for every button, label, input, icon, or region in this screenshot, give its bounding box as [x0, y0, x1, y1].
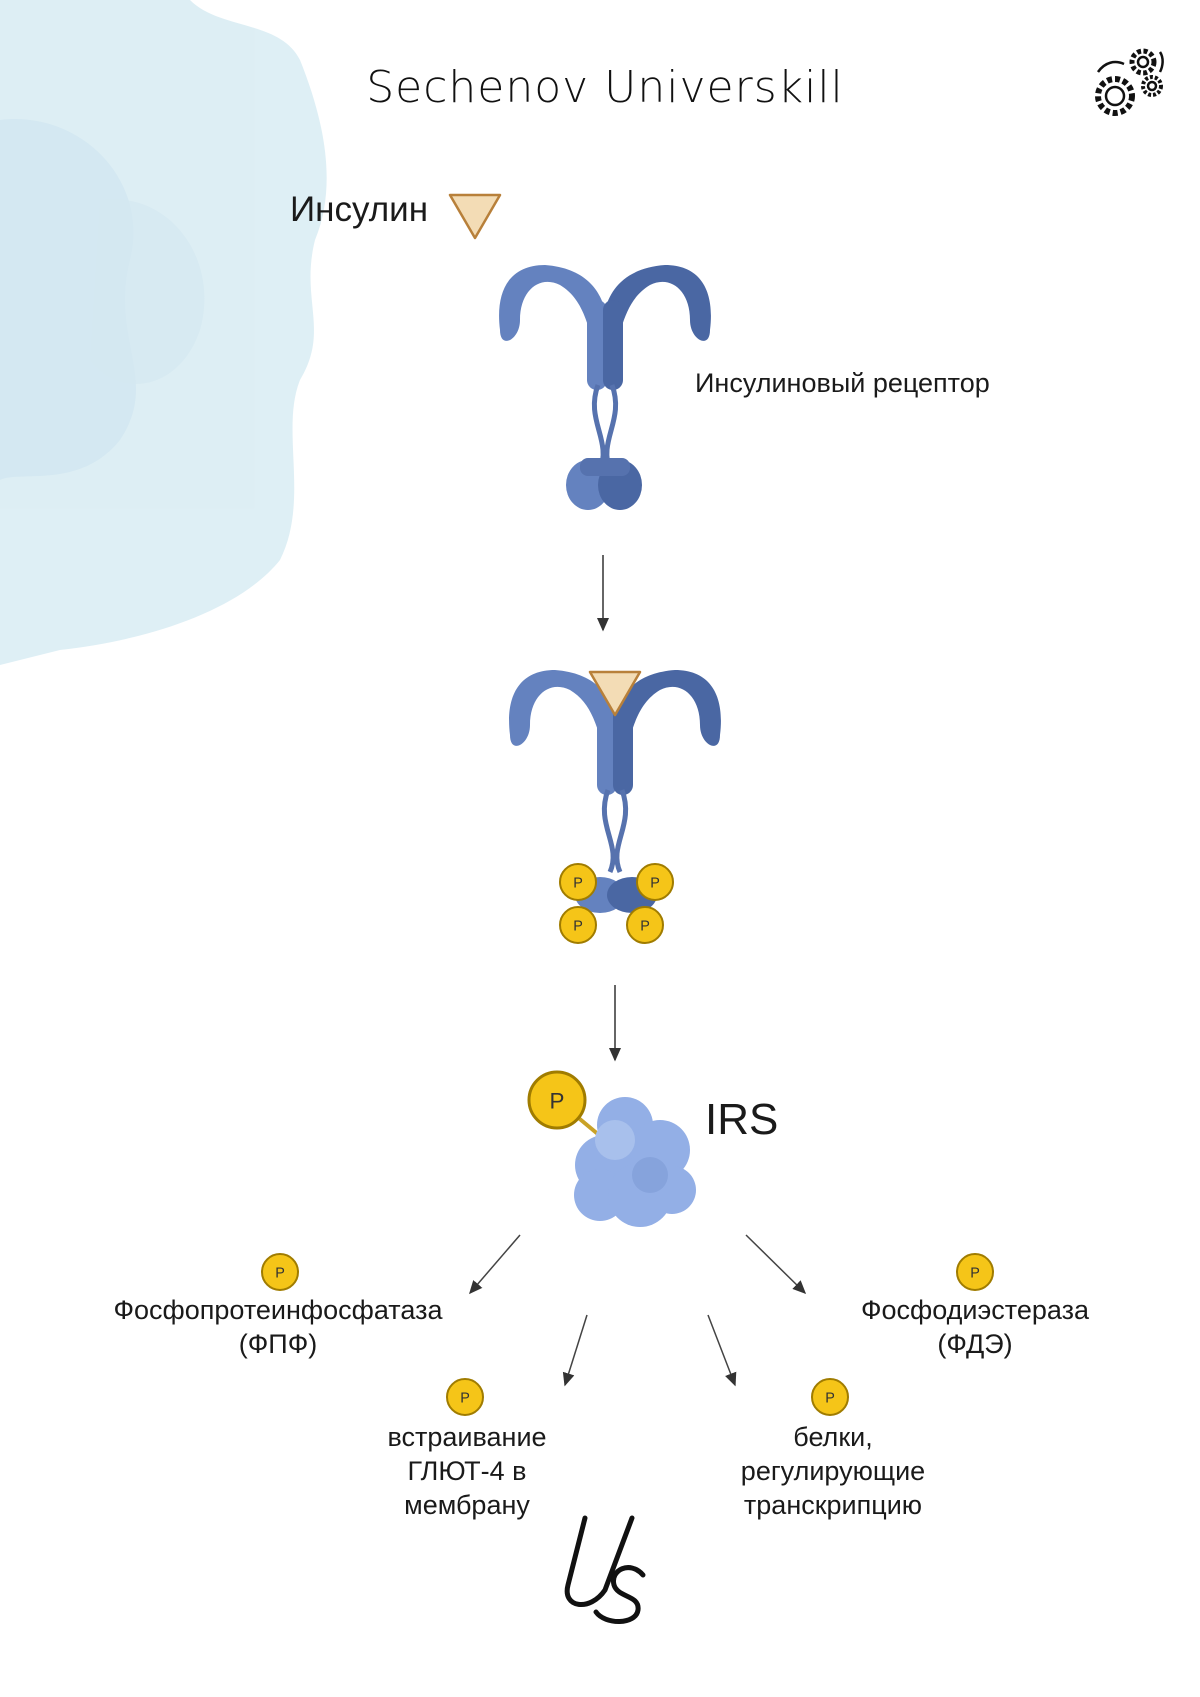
irs-label: IRS: [705, 1095, 779, 1144]
arrow-to-glut4: [562, 1314, 588, 1387]
irs-protein: [573, 1097, 696, 1227]
insulin-receptor-active: [509, 670, 721, 913]
us-logo: [564, 1515, 646, 1624]
target-line: регулирующие: [740, 1456, 926, 1486]
target-line: Фосфопротеинфосфатаза: [113, 1295, 443, 1325]
phosphate-icon: P: [811, 1378, 849, 1416]
receptor-phosphates: P P P P: [559, 863, 674, 944]
target-line: транскрипцию: [743, 1490, 923, 1520]
insulin-label: Инсулин: [290, 190, 429, 229]
irs-phosphate: P: [527, 1070, 587, 1130]
svg-text:P: P: [640, 918, 650, 934]
target-line: белки,: [793, 1422, 873, 1452]
watercolor-background: [0, 0, 327, 665]
receptor-label: Инсулиновый рецептор: [695, 368, 990, 398]
target-transcription: белки, регулирующие транскрипцию: [683, 1420, 983, 1522]
phosphate-icon: P: [956, 1253, 994, 1291]
target-line: ГЛЮТ-4 в: [407, 1456, 527, 1486]
svg-text:P: P: [550, 1088, 565, 1113]
target-pde: Фосфодиэстераза (ФДЭ): [825, 1293, 1125, 1361]
target-glut4: встраивание ГЛЮТ-4 в мембрану: [317, 1420, 617, 1522]
svg-text:P: P: [970, 1265, 980, 1281]
target-line: (ФПФ): [238, 1329, 318, 1359]
insulin-triangle: [448, 193, 502, 240]
target-line: (ФДЭ): [937, 1329, 1013, 1359]
arrow-to-transcription: [707, 1314, 737, 1387]
target-phosphates: P P P P: [261, 1253, 994, 1416]
page-title: Sechenov Universkill: [366, 62, 844, 113]
phosphate-icon: P: [261, 1253, 299, 1291]
branch-arrows: [469, 1234, 807, 1387]
svg-text:P: P: [275, 1265, 285, 1281]
phosphate-icon: P: [446, 1378, 484, 1416]
arrow-to-pde: [745, 1234, 807, 1295]
insulin-receptor-inactive: [499, 265, 711, 510]
svg-text:P: P: [650, 875, 660, 891]
target-ppp: Фосфопротеинфосфатаза (ФПФ): [98, 1293, 458, 1361]
phosphate-icon: P: [559, 863, 597, 901]
phosphate-icon: P: [626, 906, 664, 944]
phosphate-icon: P: [636, 863, 674, 901]
phosphate-icon: P: [559, 906, 597, 944]
svg-text:P: P: [573, 875, 583, 891]
target-line: встраивание: [387, 1422, 547, 1452]
svg-text:P: P: [573, 918, 583, 934]
phosphate-icon: P: [527, 1070, 587, 1130]
target-line: Фосфодиэстераза: [861, 1295, 1089, 1325]
svg-text:P: P: [460, 1390, 470, 1406]
gears-icon: [1095, 48, 1164, 116]
svg-text:P: P: [825, 1390, 835, 1406]
arrow-to-ppp: [469, 1234, 521, 1295]
target-line: мембрану: [404, 1490, 530, 1520]
